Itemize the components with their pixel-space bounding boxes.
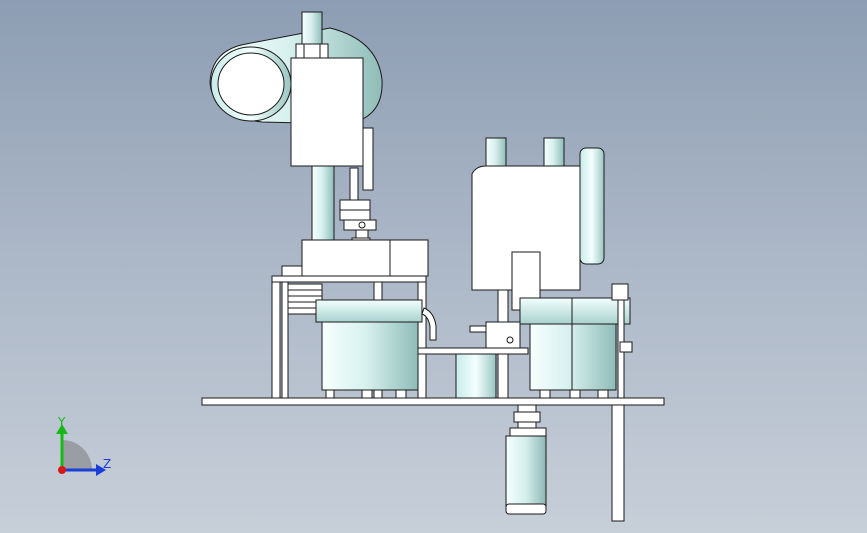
- y-axis-label: Y: [57, 415, 66, 429]
- left-flywheel-face: [217, 52, 285, 116]
- right-head-block: [471, 165, 581, 291]
- right-upright-post: [611, 283, 629, 301]
- z-axis-label: Z: [103, 457, 111, 471]
- drive-motor: [505, 404, 547, 515]
- left-top-rod: [301, 11, 323, 49]
- left-side-plate: [362, 127, 374, 191]
- right-press-unit[interactable]: [469, 137, 633, 399]
- left-ram-column: [311, 165, 335, 241]
- left-frame-leg-2: [281, 281, 289, 399]
- left-rod-nut: [295, 43, 329, 59]
- left-hose: [421, 307, 437, 341]
- transfer-guide: [455, 353, 497, 399]
- base-plate: [201, 397, 665, 406]
- base-support-leg: [611, 404, 625, 522]
- triad-quadrant: [62, 440, 92, 470]
- left-head-block: [290, 57, 364, 167]
- left-frame-top: [271, 275, 427, 283]
- right-feeder-bowl: [529, 323, 617, 391]
- right-flywheel: [579, 147, 605, 265]
- coordinate-triad: Y Z: [56, 415, 111, 476]
- right-feeder-bowl-top: [519, 297, 631, 325]
- left-frame-leg-4: [417, 281, 427, 399]
- left-feeder-bowl: [321, 321, 419, 391]
- left-press-unit[interactable]: [209, 11, 437, 399]
- left-frame-leg-1: [271, 281, 281, 399]
- transfer-rail: [417, 347, 529, 355]
- left-feeder-bowl-top: [315, 299, 423, 323]
- right-clamp-block: [485, 321, 521, 353]
- triad-origin: [58, 466, 66, 474]
- left-die-block: [301, 239, 429, 277]
